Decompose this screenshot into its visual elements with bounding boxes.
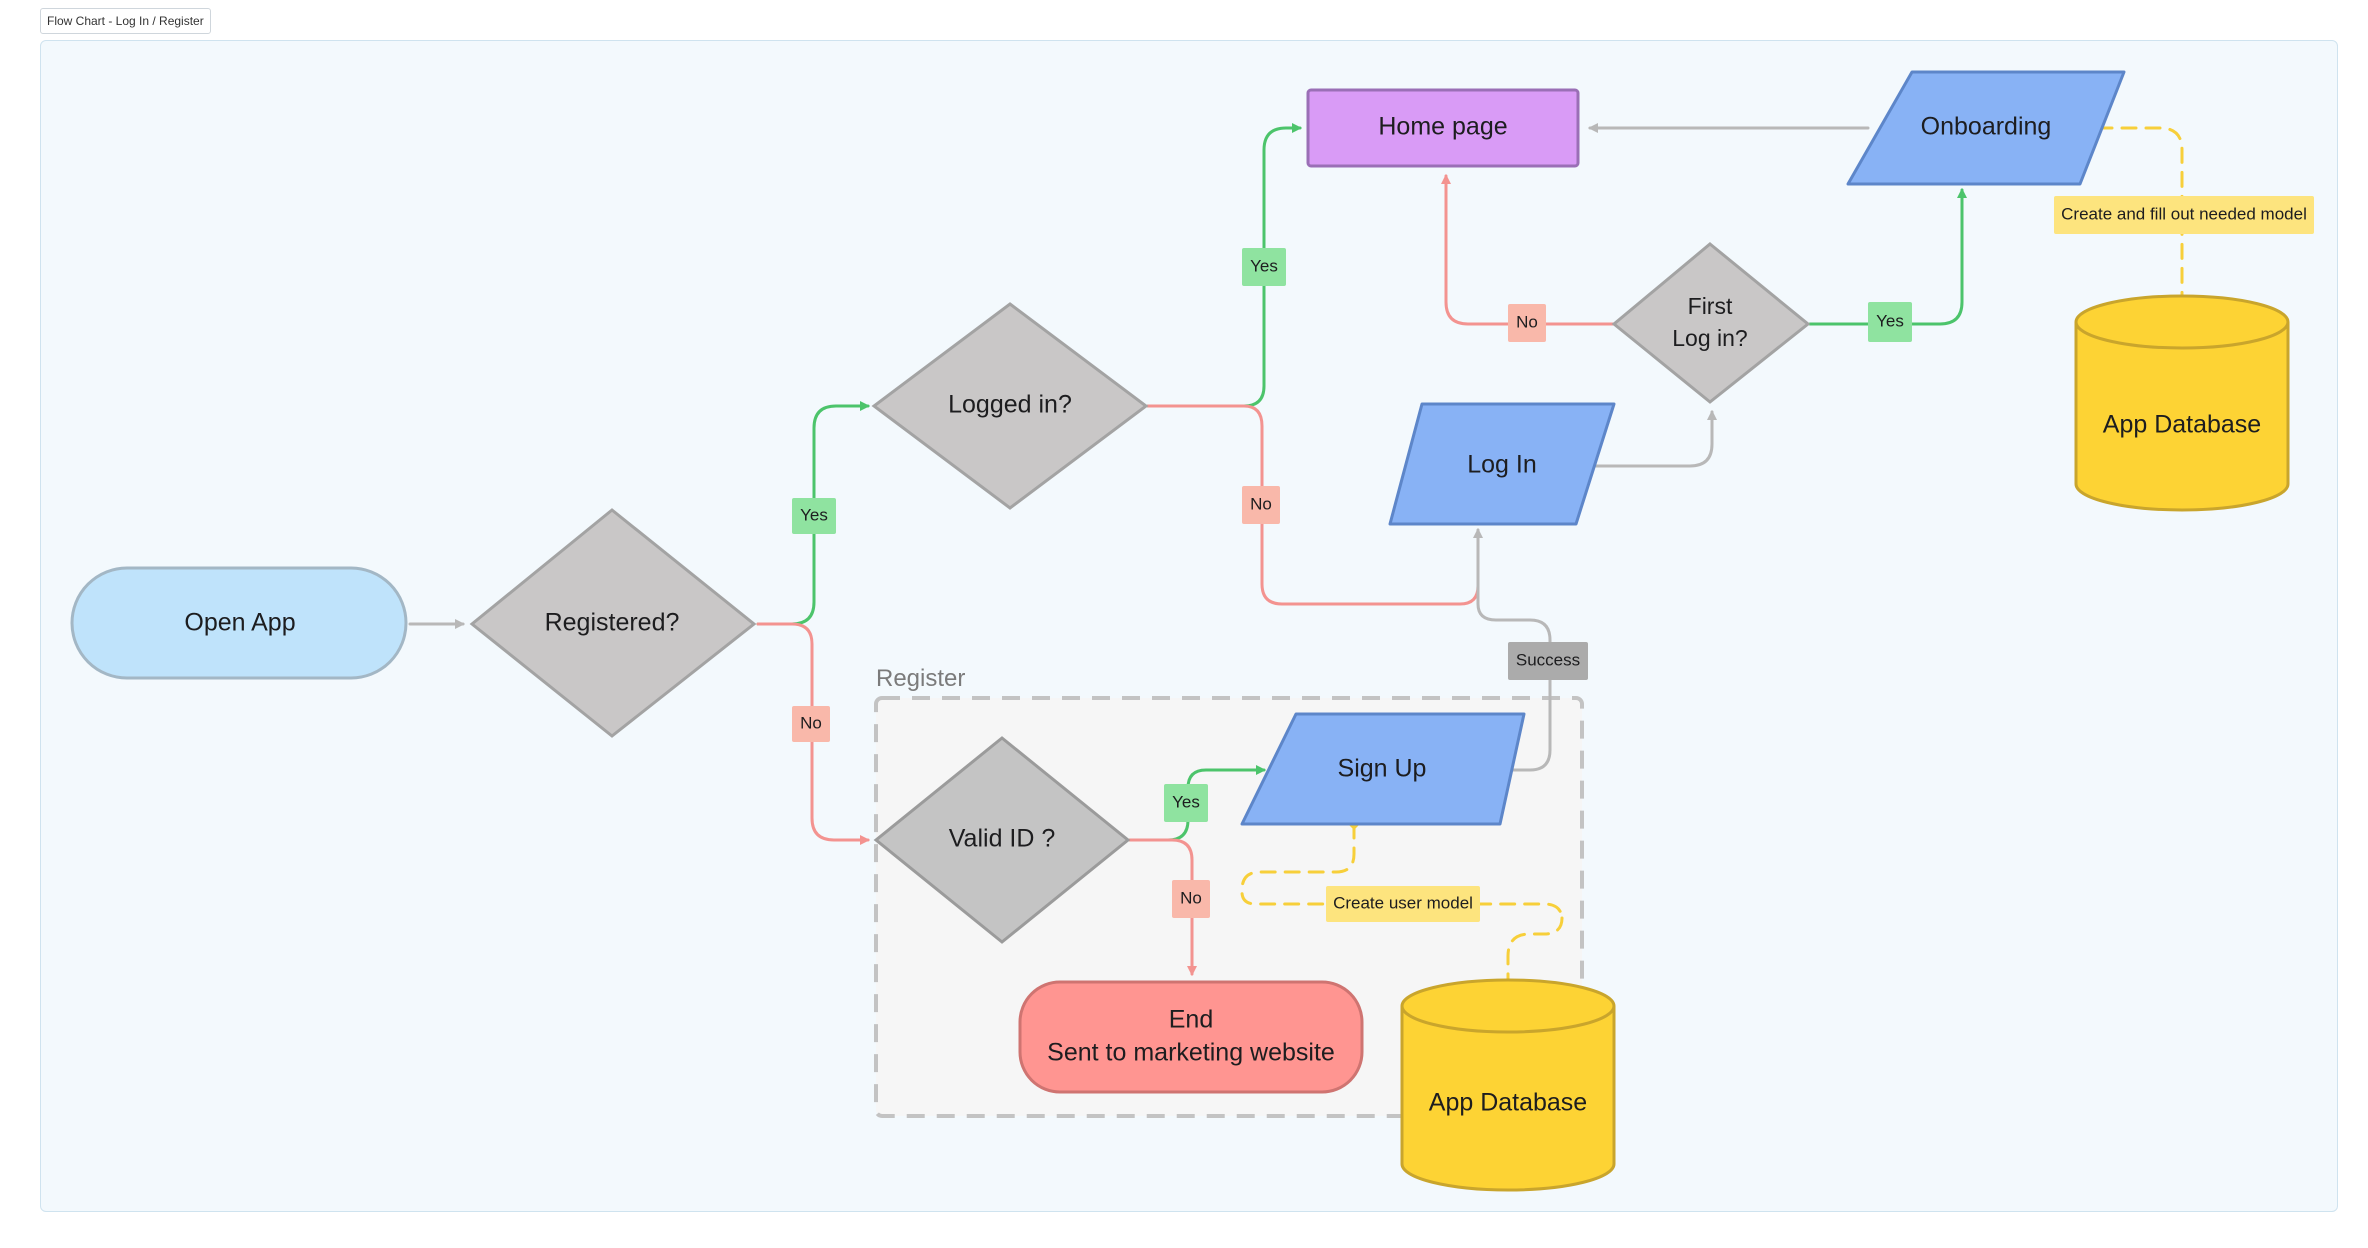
node-home-page[interactable]: Home page: [1306, 88, 1580, 168]
edge-firstlogin-no: [1441, 174, 1618, 326]
node-sign-up[interactable]: Sign Up: [1240, 712, 1526, 826]
node-first-login[interactable]: First Log in?: [1611, 242, 1811, 404]
first-login-line1: First: [1688, 293, 1733, 319]
edge-label-no-valid-id: No: [1172, 880, 1210, 918]
svg-text:No: No: [800, 713, 822, 732]
svg-text:No: No: [1180, 888, 1202, 907]
node-valid-id[interactable]: Valid ID ?: [873, 736, 1131, 944]
datalink-onboarding-db: [2096, 126, 2184, 302]
datalink-signup-db: [1240, 822, 1564, 986]
svg-text:Create user model: Create user model: [1333, 893, 1473, 912]
home-page-label: Home page: [1378, 113, 1507, 141]
open-app-label: Open App: [184, 609, 295, 637]
svg-text:Success: Success: [1516, 650, 1580, 669]
edge-label-no-logged-in: No: [1242, 486, 1280, 524]
db-top-label: App Database: [2103, 411, 2261, 439]
db-bottom-label: App Database: [1429, 1089, 1587, 1117]
first-login-line2: Log in?: [1672, 325, 1747, 351]
end-line1: End: [1169, 1006, 1213, 1034]
edge-label-success: Success: [1508, 642, 1588, 680]
edge-signup-success: [1473, 528, 1552, 772]
log-in-label: Log In: [1467, 451, 1537, 479]
node-open-app[interactable]: Open App: [70, 566, 408, 680]
node-onboarding[interactable]: Onboarding: [1846, 70, 2126, 186]
note-onboarding-model: Create and fill out needed model: [2054, 196, 2314, 234]
edge-validid-no: [1128, 838, 1197, 976]
edge-label-yes-first-login: Yes: [1868, 302, 1912, 342]
registered-label: Registered?: [545, 609, 680, 637]
node-app-database-bottom[interactable]: App Database: [1400, 978, 1616, 1192]
node-logged-in[interactable]: Logged in?: [871, 302, 1149, 510]
node-app-database-top[interactable]: App Database: [2074, 294, 2290, 512]
edge-label-yes-valid-id: Yes: [1164, 784, 1208, 822]
svg-text:Yes: Yes: [800, 505, 828, 524]
node-end[interactable]: End Sent to marketing website: [1018, 980, 1364, 1094]
edge-label-no-first-login: No: [1508, 304, 1546, 342]
sign-up-label: Sign Up: [1338, 755, 1427, 783]
svg-text:No: No: [1250, 494, 1272, 513]
svg-text:Yes: Yes: [1876, 311, 1904, 330]
end-line2: Sent to marketing website: [1047, 1039, 1335, 1067]
svg-text:Create and fill out needed mod: Create and fill out needed model: [2061, 204, 2307, 223]
node-log-in[interactable]: Log In: [1388, 402, 1616, 526]
svg-text:Yes: Yes: [1172, 792, 1200, 811]
edge-label-yes-logged-in: Yes: [1242, 248, 1286, 286]
edge-firstlogin-yes: [1808, 188, 1967, 326]
register-group-title: Register: [876, 665, 965, 692]
svg-text:No: No: [1516, 312, 1538, 331]
edge-label-yes-registered: Yes: [792, 498, 836, 534]
edge-loggedin-no: [1146, 404, 1480, 606]
edge-login-firstlogin: [1594, 410, 1717, 468]
note-user-model: Create user model: [1326, 886, 1480, 922]
onboarding-label: Onboarding: [1921, 113, 2052, 141]
svg-text:Yes: Yes: [1250, 256, 1278, 275]
valid-id-label: Valid ID ?: [949, 825, 1056, 853]
node-registered[interactable]: Registered?: [469, 508, 757, 738]
edge-label-no-registered: No: [792, 706, 830, 742]
frame-title: Flow Chart - Log In / Register: [40, 8, 211, 34]
logged-in-label: Logged in?: [948, 391, 1072, 419]
